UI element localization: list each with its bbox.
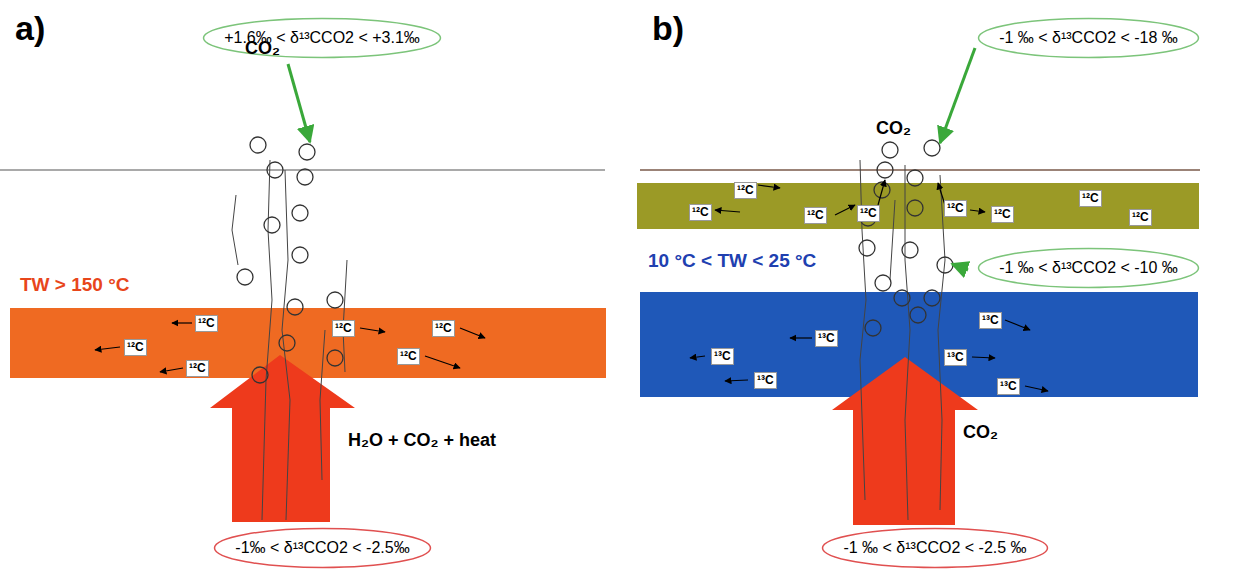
isotope-tag: ¹³C — [997, 378, 1020, 395]
isotope-tag: ¹²C — [195, 315, 218, 332]
co2-bubble — [297, 169, 313, 185]
fracture-line — [282, 170, 290, 520]
fracture-line — [343, 260, 347, 372]
co2-bubble — [865, 320, 881, 336]
fracture-line — [262, 160, 272, 520]
co2-bubble — [250, 137, 266, 153]
isotope-tag: ¹²C — [1129, 209, 1152, 226]
isotope-tag: ¹²C — [944, 200, 967, 217]
value-ellipse: -1 ‰ < δ¹³CCO2 < -18 ‰ — [977, 17, 1200, 59]
isotope-range: +1.6‰ < δ¹³CCO2 < +3.1‰ — [202, 17, 442, 47]
diffusion-arrow — [1025, 386, 1048, 391]
diffusion-arrow — [1005, 320, 1030, 330]
co2-bubble — [299, 144, 315, 160]
diffusion-arrow — [972, 357, 995, 358]
co2-bubble — [910, 307, 926, 323]
panel-label: a) — [15, 9, 45, 48]
species-label: H₂O + CO₂ + heat — [348, 430, 496, 451]
diffusion-arrow — [690, 356, 705, 358]
isotope-range: -1‰ < δ¹³CCO2 < -2.5‰ — [213, 527, 432, 557]
diffusion-arrow — [160, 368, 183, 372]
diffusion-arrow — [725, 380, 748, 381]
isotope-tag: ¹²C — [186, 360, 209, 377]
fracture-line — [320, 330, 325, 480]
value-ellipse: -1 ‰ < δ¹³CCO2 < -2.5 ‰ — [821, 527, 1049, 569]
diffusion-arrow — [172, 322, 192, 323]
diffusion-arrow — [460, 328, 485, 338]
isotope-tag: ¹²C — [1079, 190, 1102, 207]
co2-bubble — [877, 162, 893, 178]
diffusion-arrow — [878, 180, 885, 205]
co2-bubble — [907, 170, 923, 186]
co2-bubble — [882, 142, 898, 158]
co2-bubble — [327, 292, 343, 308]
diffusion-arrow — [790, 337, 812, 338]
isotope-tag: ¹²C — [397, 348, 420, 365]
isotope-tag: ¹²C — [734, 182, 757, 199]
diffusion-arrow — [360, 328, 385, 332]
isotope-tag: ¹³C — [754, 372, 777, 389]
species-label: CO₂ — [963, 422, 998, 443]
co2-bubble — [287, 299, 303, 315]
isotope-tag: ¹³C — [979, 312, 1002, 329]
isotope-tag: ¹²C — [804, 207, 827, 224]
diffusion-arrow — [835, 205, 855, 215]
diffusion-arrow — [95, 347, 120, 350]
co2-bubble — [875, 275, 891, 291]
isotope-range: -1 ‰ < δ¹³CCO2 < -2.5 ‰ — [821, 527, 1049, 557]
co2-bubble — [924, 290, 940, 306]
isotope-tag: ¹²C — [991, 206, 1014, 223]
isotope-tag: ¹²C — [432, 320, 455, 337]
fracture-line — [232, 195, 238, 265]
co2-bubble — [292, 247, 308, 263]
isotope-tag: ¹³C — [944, 349, 967, 366]
value-ellipse: -1 ‰ < δ¹³CCO2 < -10 ‰ — [977, 247, 1200, 289]
value-ellipse: -1‰ < δ¹³CCO2 < -2.5‰ — [213, 527, 432, 569]
temperature-label: TW > 150 °C — [20, 274, 130, 296]
co2-bubble — [279, 335, 295, 351]
temperature-label: 10 °C < TW < 25 °C — [648, 250, 816, 272]
co2-bubble — [902, 242, 918, 258]
fracture-line — [890, 200, 895, 280]
diffusion-arrow — [758, 185, 780, 188]
aquifer-band: 10 °C < TW < 25 °C — [640, 292, 1198, 397]
co2-bubble — [267, 162, 283, 178]
co2-bubble — [937, 257, 953, 273]
isotope-tag: ¹²C — [689, 204, 712, 221]
isotope-tag: ¹²C — [124, 339, 147, 356]
diffusion-arrow — [970, 210, 985, 212]
co2-bubble — [252, 367, 268, 383]
co2-bubble — [292, 205, 308, 221]
isotope-tag: ¹³C — [815, 330, 838, 347]
isotope-range: -1 ‰ < δ¹³CCO2 < -18 ‰ — [977, 17, 1200, 47]
co2-bubble — [907, 200, 923, 216]
co2-bubble — [327, 350, 343, 366]
fracture-line — [938, 175, 945, 510]
species-label: CO₂ — [245, 38, 280, 59]
species-label: CO₂ — [876, 118, 911, 139]
co2-bubble — [237, 269, 253, 285]
isotope-tag: ¹³C — [711, 348, 734, 365]
co2-bubble — [924, 140, 940, 156]
value-ellipse: +1.6‰ < δ¹³CCO2 < +3.1‰ — [202, 17, 442, 59]
aquifer-band: TW > 150 °C — [10, 308, 606, 378]
fracture-line — [905, 165, 910, 520]
diffusion-arrow — [715, 210, 740, 212]
isotope-tag: ¹²C — [857, 205, 880, 222]
co2-bubble — [894, 290, 910, 306]
co2-bubble — [264, 217, 280, 233]
isotope-range: -1 ‰ < δ¹³CCO2 < -10 ‰ — [977, 247, 1200, 277]
co2-bubble — [859, 240, 875, 256]
panel-label: b) — [652, 9, 684, 48]
diffusion-arrow — [425, 356, 460, 368]
isotope-tag: ¹²C — [332, 320, 355, 337]
